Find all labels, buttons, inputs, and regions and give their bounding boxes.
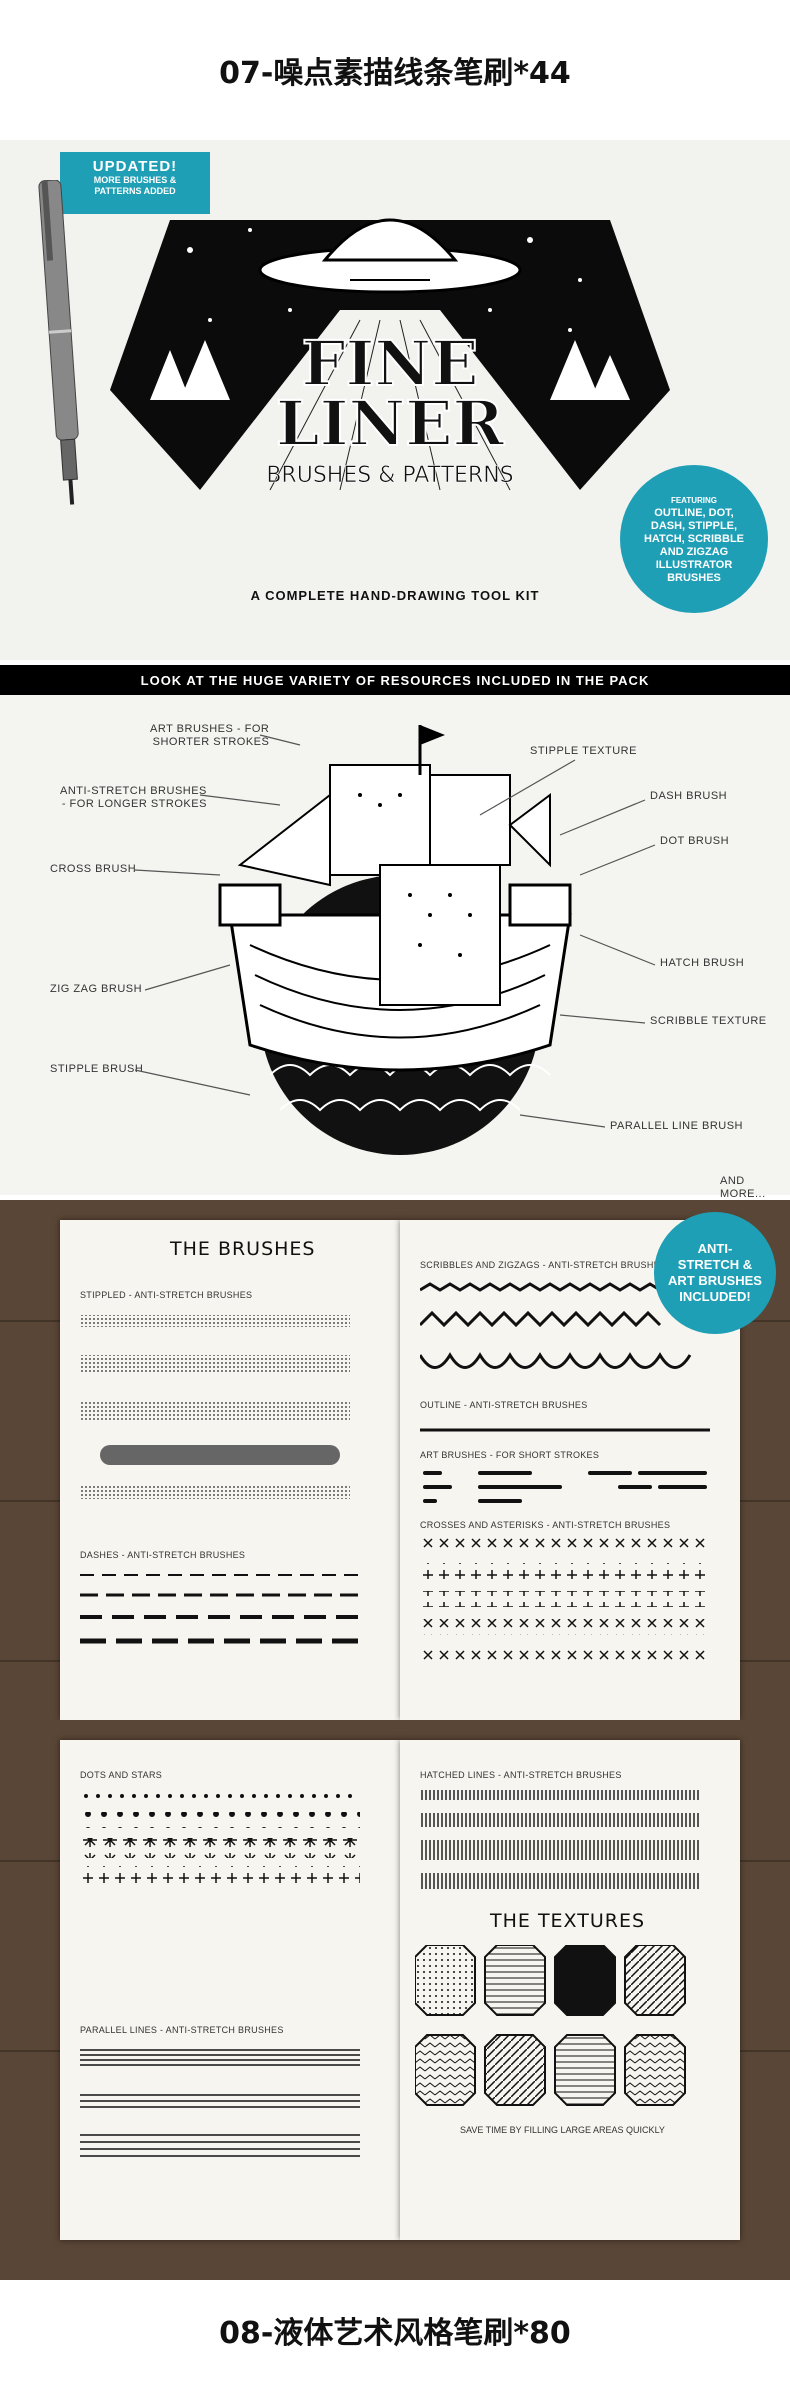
title-line2: LINER <box>276 387 505 460</box>
left-page: DOTS AND STARS PARALLEL LINES - ANTI-STR… <box>60 1740 400 2240</box>
callout-hatch-brush: HATCH BRUSH <box>660 957 745 969</box>
cross-samples <box>420 1535 710 1663</box>
featuring-line: OUTLINE, DOT, <box>654 506 734 519</box>
notebook-brushes: THE BRUSHES STIPPLED - ANTI-STRETCH BRUS… <box>0 1200 790 1760</box>
featuring-line: ILLUSTRATOR <box>655 558 733 571</box>
updated-badge-line: PATTERNS ADDED <box>94 186 176 196</box>
callout-arrows <box>134 734 656 1128</box>
resources-banner: LOOK AT THE HUGE VARIETY OF RESOURCES IN… <box>0 665 790 695</box>
callout-and-more: AND MORE... <box>720 1175 766 1200</box>
parallel-samples <box>80 2049 360 2157</box>
callout-stipple-texture: STIPPLE TEXTURE <box>530 745 637 757</box>
outline-samples <box>420 1428 710 1432</box>
featuring-line: DASH, STIPPLE, <box>650 519 738 532</box>
callout-dot-brush: DOT BRUSH <box>660 835 730 847</box>
ufo-scene-illustration: FINE LINER BRUSHES & PATTERNS <box>110 218 670 491</box>
hatched-label: HATCHED LINES - ANTI-STRETCH BRUSHES <box>420 1770 622 1780</box>
featuring-line: BRUSHES <box>667 571 721 584</box>
tagline: A COMPLETE HAND-DRAWING TOOL KIT <box>250 588 540 603</box>
scribble-samples <box>420 1282 692 1369</box>
right-page: SCRIBBLES AND ZIGZAGS - ANTI-STRETCH BRU… <box>400 1220 740 1720</box>
callout-dash-brush: DASH BRUSH <box>650 790 728 802</box>
outline-label: OUTLINE - ANTI-STRETCH BRUSHES <box>420 1400 588 1410</box>
featuring-lead: FEATURING <box>670 495 718 505</box>
hatch-samples <box>420 1790 700 1889</box>
left-page: THE BRUSHES STIPPLED - ANTI-STRETCH BRUS… <box>60 1220 400 1720</box>
callout-stipple-brush: STIPPLE BRUSH <box>50 1063 144 1075</box>
featuring-badge: FEATURING OUTLINE, DOT, DASH, STIPPLE, H… <box>620 465 768 613</box>
scribbles-label: SCRIBBLES AND ZIGZAGS - ANTI-STRETCH BRU… <box>420 1260 667 1270</box>
parallel-label: PARALLEL LINES - ANTI-STRETCH BRUSHES <box>80 2025 284 2035</box>
art-samples <box>423 1471 707 1503</box>
top-heading: 07-噪点素描线条笔刷*44 <box>219 56 571 91</box>
hero-banner: UPDATED! MORE BRUSHES & PATTERNS ADDED <box>0 140 790 660</box>
callout-parallel-line: PARALLEL LINE BRUSH <box>610 1120 743 1132</box>
bottom-heading: 08-液体艺术风格笔刷*80 <box>219 2316 571 2351</box>
callout-zigzag-brush: ZIG ZAG BRUSH <box>50 983 143 995</box>
dot-samples <box>80 1790 360 1886</box>
callout-cross-brush: CROSS BRUSH <box>50 863 137 875</box>
featuring-line: AND ZIGZAG <box>659 545 729 558</box>
textures-heading: THE TEXTURES <box>490 1910 646 1932</box>
crosses-label: CROSSES AND ASTERISKS - ANTI-STRETCH BRU… <box>420 1520 671 1530</box>
dashes-label: DASHES - ANTI-STRETCH BRUSHES <box>80 1550 246 1560</box>
dash-samples <box>80 1574 360 1644</box>
updated-badge: UPDATED! MORE BRUSHES & PATTERNS ADDED <box>60 152 210 214</box>
art-label: ART BRUSHES - FOR SHORT STROKES <box>420 1450 600 1460</box>
stippled-samples <box>80 1315 350 1499</box>
notebook-textures: DOTS AND STARS PARALLEL LINES - ANTI-STR… <box>0 1720 790 2280</box>
callout-scribble-texture: SCRIBBLE TEXTURE <box>650 1015 767 1027</box>
updated-badge-title: UPDATED! <box>92 158 178 175</box>
updated-badge-line: MORE BRUSHES & <box>93 175 177 185</box>
textures-caption: SAVE TIME BY FILLING LARGE AREAS QUICKLY <box>460 2125 665 2135</box>
callout-anti-stretch: ANTI-STRETCH BRUSHES- FOR LONGER STROKES <box>60 785 207 810</box>
featuring-line: HATCH, SCRIBBLE <box>643 532 744 545</box>
title-line1: FINE <box>302 327 479 400</box>
pen-illustration <box>38 180 79 505</box>
title-subtitle: BRUSHES & PATTERNS <box>266 463 513 488</box>
stippled-label: STIPPLED - ANTI-STRETCH BRUSHES <box>80 1290 253 1300</box>
brushes-heading: THE BRUSHES <box>170 1238 316 1260</box>
texture-swatches <box>415 1945 686 2106</box>
anti-stretch-badge: ANTI- STRETCH & ART BRUSHES INCLUDED! <box>654 1212 776 1334</box>
right-page: HATCHED LINES - ANTI-STRETCH BRUSHES THE… <box>400 1740 740 2240</box>
dots-label: DOTS AND STARS <box>80 1770 163 1780</box>
ship-illustration <box>218 725 572 1155</box>
